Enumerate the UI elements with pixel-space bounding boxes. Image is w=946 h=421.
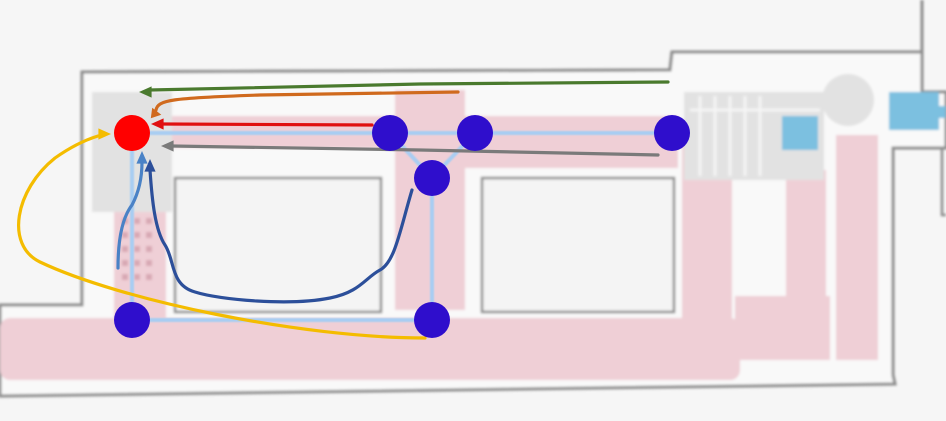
blue-block-small bbox=[782, 116, 818, 150]
corridor-bottom bbox=[0, 318, 740, 380]
target-node bbox=[114, 115, 150, 151]
waypoint-node-n4 bbox=[414, 160, 450, 196]
route-grey-arrowhead bbox=[161, 140, 174, 152]
route-orange-arrowhead bbox=[150, 107, 162, 119]
route-red-arrowhead bbox=[151, 118, 164, 130]
corridor-top-right bbox=[463, 116, 678, 168]
route-lightblue-line bbox=[116, 160, 144, 270]
waypoint-node-n2 bbox=[457, 115, 493, 151]
routes bbox=[17, 80, 670, 340]
room-right bbox=[480, 176, 676, 314]
route-grey-line bbox=[170, 144, 660, 157]
corridor-right-b bbox=[786, 170, 826, 300]
blue-block-large bbox=[889, 92, 939, 130]
route-yellow bbox=[17, 128, 427, 340]
route-navy-arrowhead bbox=[144, 159, 156, 172]
route-red-line bbox=[160, 122, 374, 127]
waypoint-node-n6 bbox=[414, 302, 450, 338]
route-lightblue bbox=[116, 151, 148, 270]
blue-blocks bbox=[782, 92, 946, 150]
route-grey bbox=[161, 140, 660, 157]
waypoint-node-n5 bbox=[114, 302, 150, 338]
route-navy-line bbox=[148, 168, 414, 304]
inner-rooms bbox=[173, 176, 676, 314]
blue-block-connector bbox=[936, 106, 946, 118]
graph-nodes bbox=[114, 115, 690, 338]
corridor-right-c bbox=[836, 135, 878, 360]
route-green-line bbox=[148, 80, 670, 92]
graph-edges bbox=[130, 131, 672, 322]
route-lightblue-arrowhead bbox=[136, 151, 148, 164]
route-navy bbox=[144, 159, 414, 304]
stair-lines bbox=[690, 96, 820, 176]
waypoint-node-n3 bbox=[654, 115, 690, 151]
waypoint-node-n1 bbox=[372, 115, 408, 151]
building-layer bbox=[0, 0, 946, 398]
corridor-bottom-right-a bbox=[735, 296, 830, 360]
route-orange-line bbox=[154, 90, 460, 112]
route-green-arrowhead bbox=[139, 86, 152, 98]
right-notch bbox=[893, 146, 946, 217]
route-green bbox=[139, 80, 670, 98]
route-yellow-arrowhead bbox=[98, 128, 111, 140]
grey-round-room bbox=[822, 74, 874, 126]
route-yellow-line bbox=[17, 134, 427, 340]
route-red bbox=[151, 118, 374, 130]
route-orange bbox=[150, 90, 460, 119]
room-left bbox=[173, 176, 383, 314]
dotted-area bbox=[122, 218, 152, 280]
